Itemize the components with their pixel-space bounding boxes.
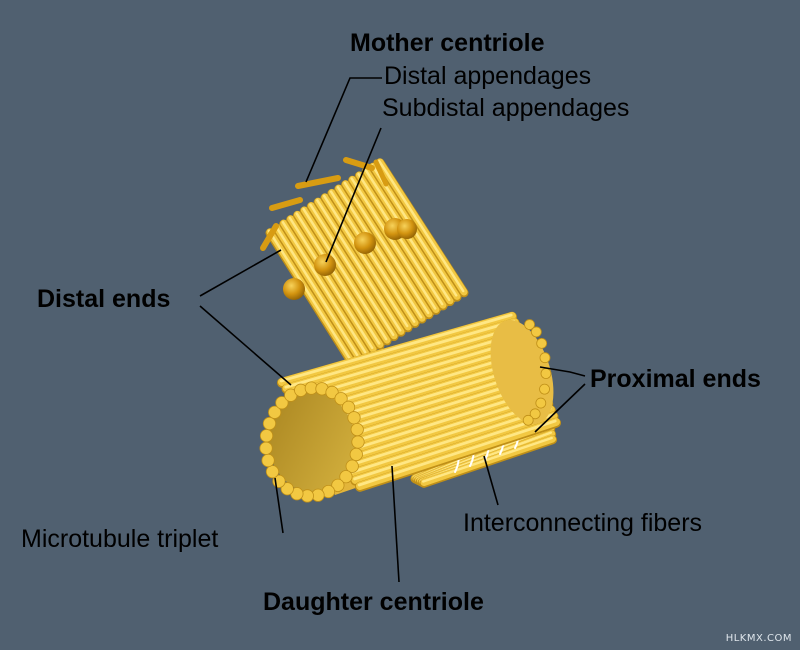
leader-lines: [199, 77, 586, 583]
microtubule-triplet-label: Microtubule triplet: [21, 525, 219, 553]
daughter-microtubule: [350, 411, 559, 486]
daughter-distal-end-lumen: [267, 390, 357, 494]
proximal-ends-leader-mother: [539, 366, 586, 377]
mother-microtubule: [272, 223, 364, 363]
triplet-tubule-end: [268, 405, 282, 419]
daughter-microtubule: [286, 324, 523, 401]
triplet-tubule-end: [294, 383, 308, 397]
mother-microtubule: [299, 206, 392, 346]
mother-microtubule: [354, 171, 448, 311]
proximal-end-tubule-tip: [530, 326, 542, 338]
triplet-tubule-end: [351, 435, 365, 449]
microtubule-triplet-leader: [274, 477, 284, 534]
distal-ends-leader-mother: [199, 249, 282, 297]
proximal-end-tubule-tip: [535, 397, 547, 409]
proximal-end-tubule-tip: [536, 337, 548, 349]
mother-microtubule: [306, 202, 399, 342]
triplet-tubule-end: [341, 400, 356, 414]
distal-ends-label: Distal ends: [37, 285, 171, 313]
interconnecting-fibers-leader: [483, 455, 499, 506]
distal-ends-leader-daughter: [199, 305, 292, 386]
triplet-tubule-end: [261, 453, 275, 468]
proximal-end-tubule-tip: [529, 408, 541, 420]
daughter-microtubule: [277, 311, 517, 388]
triplet-tubule-end: [350, 422, 364, 437]
mother-centriole-label: Mother centriole: [350, 29, 545, 57]
watermark: HLKMX.COM: [725, 633, 792, 644]
daughter-microtubule: [281, 318, 520, 394]
daughter-microtubule: [345, 405, 556, 480]
proximal-end-tubule-tip: [539, 352, 551, 364]
mother-microtubule: [265, 228, 357, 368]
triplet-tubule-end: [331, 478, 345, 492]
triplet-tubule-end: [339, 470, 353, 484]
mother-microtubule: [341, 180, 434, 320]
subdistal-appendages-leader: [325, 127, 382, 263]
triplet-tubule-end: [280, 482, 294, 496]
mother-microtubule: [313, 197, 406, 337]
mother-microtubule: [286, 215, 378, 355]
triplet-tubule-end: [334, 392, 348, 406]
daughter-back-microtubule: [419, 435, 557, 488]
proximal-ends-label: Proximal ends: [590, 365, 761, 393]
triplet-tubule-end: [265, 465, 280, 479]
distal-appendages-label: Distal appendages: [384, 62, 592, 90]
proximal-end-tubule-tip: [539, 383, 550, 395]
proximal-ends-leader-daughter: [534, 383, 586, 433]
triplet-tubule-end: [325, 385, 339, 400]
mother-microtubule: [348, 175, 441, 315]
mother-microtubules: [265, 158, 469, 368]
interconnecting-fibers-label: Interconnecting fibers: [463, 509, 703, 537]
proximal-end-tubule-tip: [540, 368, 552, 379]
daughter-centriole-label: Daughter centriole: [263, 588, 484, 616]
distal-appendages: [260, 157, 389, 251]
triplet-tubule-end: [345, 459, 359, 473]
daughter-proximal-end: [490, 319, 554, 426]
triplet-tubule-end: [349, 447, 363, 462]
daughter-centriole: [259, 311, 561, 503]
mother-microtubule: [293, 210, 385, 350]
mother-microtubule: [279, 219, 371, 359]
triplet-tubule-end: [262, 416, 277, 431]
daughter-centriole-leader: [391, 465, 400, 583]
triplet-tubule-end: [275, 396, 289, 410]
proximal-end-tubule-tip: [522, 414, 534, 426]
triplet-tubule-end: [259, 441, 273, 455]
mother-centriole: [260, 157, 469, 368]
subdistal-appendages: [283, 218, 417, 300]
triplet-tubule-end: [347, 411, 361, 425]
triplet-tubule-end: [259, 429, 274, 443]
subdistal-appendages-label: Subdistal appendages: [382, 94, 630, 122]
mother-microtubule: [334, 184, 427, 324]
mother-microtubule: [375, 158, 469, 298]
distal-appendages-leader: [305, 77, 382, 183]
proximal-end-tubule-tip: [524, 319, 535, 330]
mother-microtubule: [320, 193, 413, 333]
